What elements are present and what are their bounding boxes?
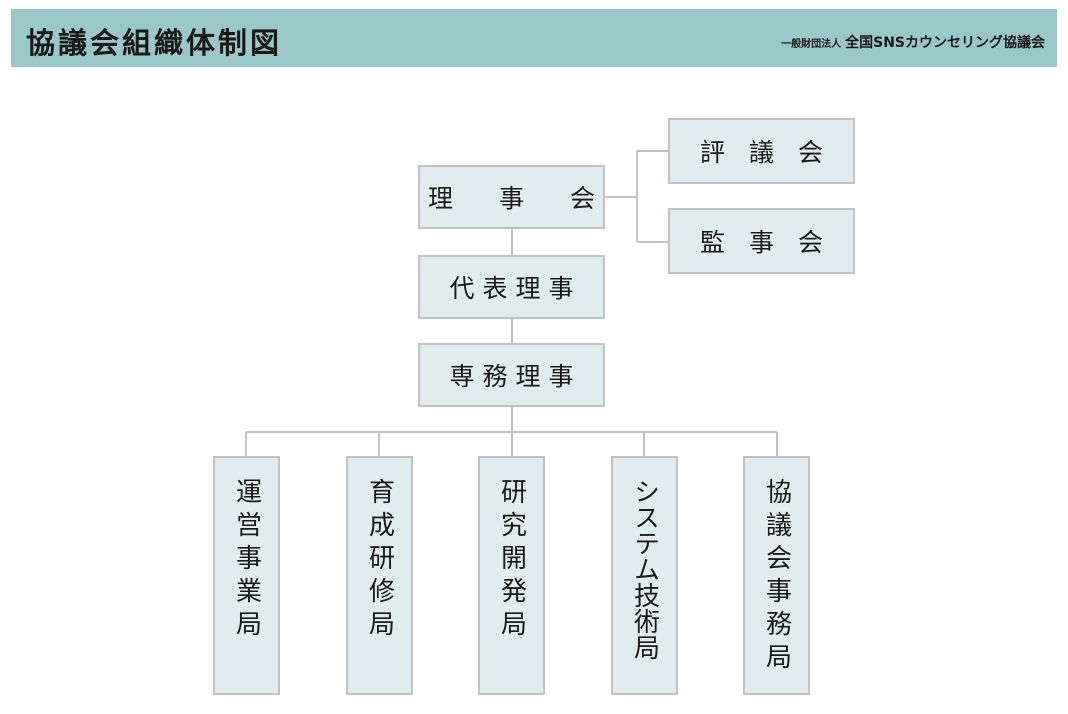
department-label: 育成研修局 xyxy=(364,478,395,643)
executive-director-box: 専務理事 xyxy=(418,343,605,407)
department-box-systems: システム技術局 xyxy=(611,456,678,695)
department-label: 運営事業局 xyxy=(231,478,262,643)
department-box-research: 研究開発局 xyxy=(478,456,545,695)
board-of-directors-box: 理 事 会 xyxy=(418,165,605,229)
department-box-secretariat: 協議会事務局 xyxy=(743,456,810,695)
department-label: 研究開発局 xyxy=(496,478,527,643)
department-box-training: 育成研修局 xyxy=(346,456,413,695)
organization-type: 一般財団法人 xyxy=(781,39,842,50)
department-box-operations: 運営事業局 xyxy=(213,456,280,695)
department-label: システム技術局 xyxy=(629,478,660,660)
page-title: 協議会組織体制図 xyxy=(26,26,283,60)
organization-name: 一般財団法人全国SNSカウンセリング協議会 xyxy=(781,33,1045,54)
organization-title: 全国SNSカウンセリング協議会 xyxy=(845,35,1045,51)
auditors-box: 監 事 会 xyxy=(668,208,855,274)
representative-director-box: 代表理事 xyxy=(418,255,605,319)
header-bar: 協議会組織体制図 一般財団法人全国SNSカウンセリング協議会 xyxy=(11,9,1057,67)
council-box: 評 議 会 xyxy=(668,118,855,184)
department-label: 協議会事務局 xyxy=(761,478,792,676)
